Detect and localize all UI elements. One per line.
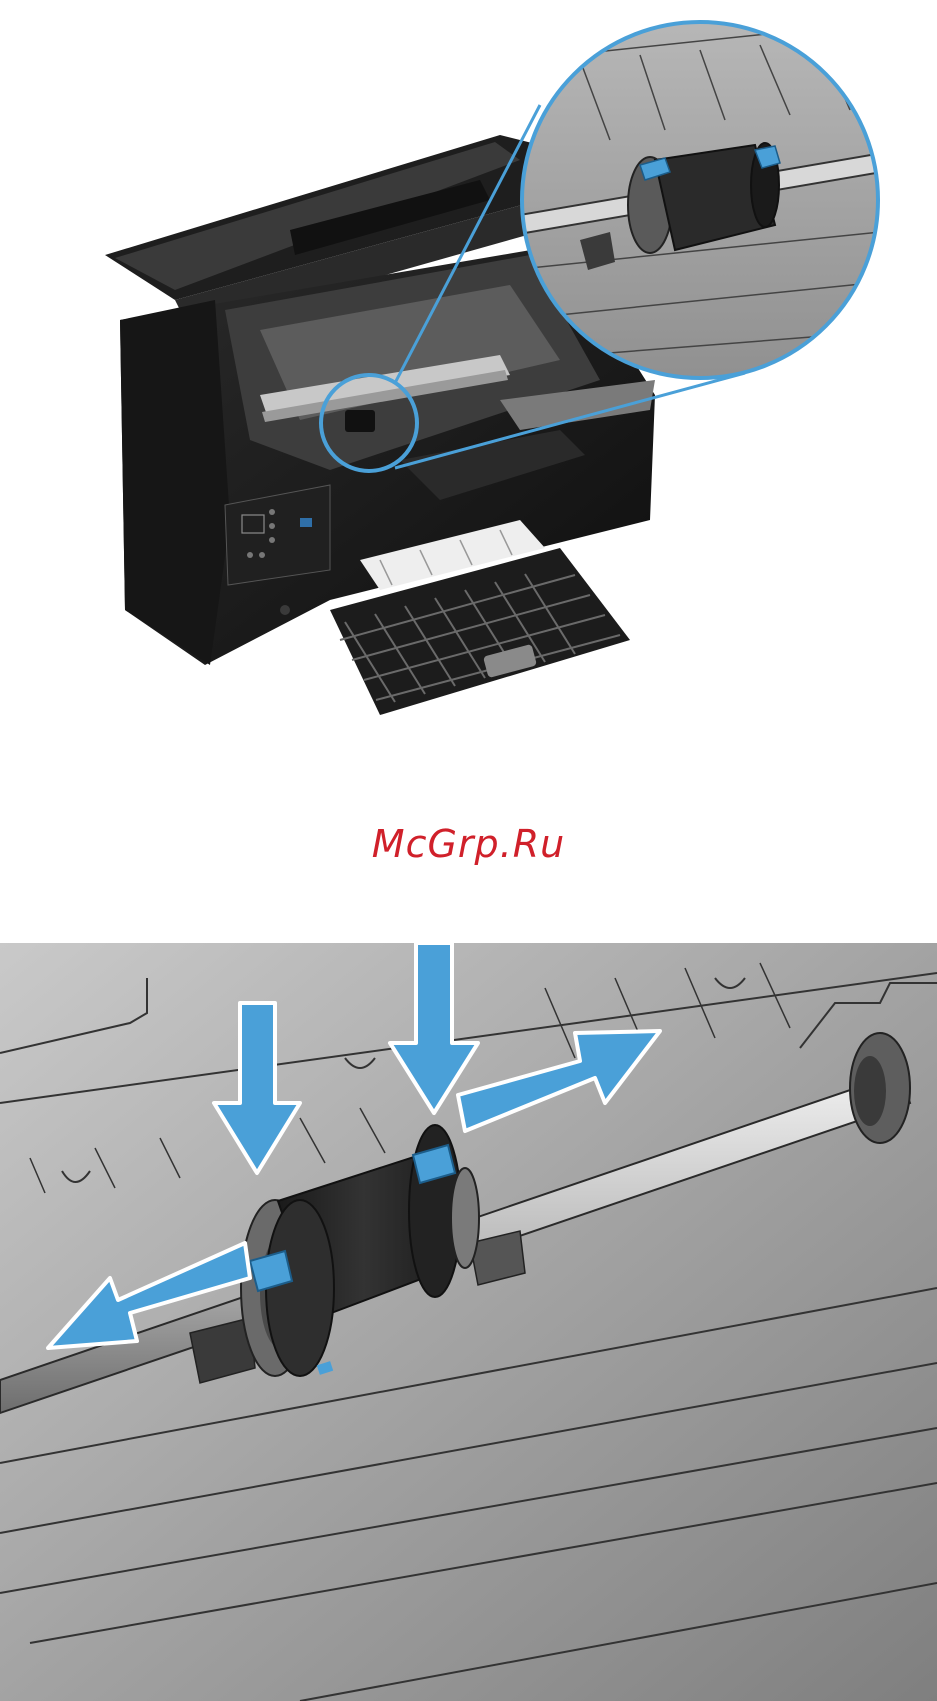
shaft-bearing-right [850,1033,910,1143]
printer-illustration [0,0,937,730]
roller-removal-illustration [0,943,937,1701]
watermark: McGrp.Ru [0,822,937,866]
